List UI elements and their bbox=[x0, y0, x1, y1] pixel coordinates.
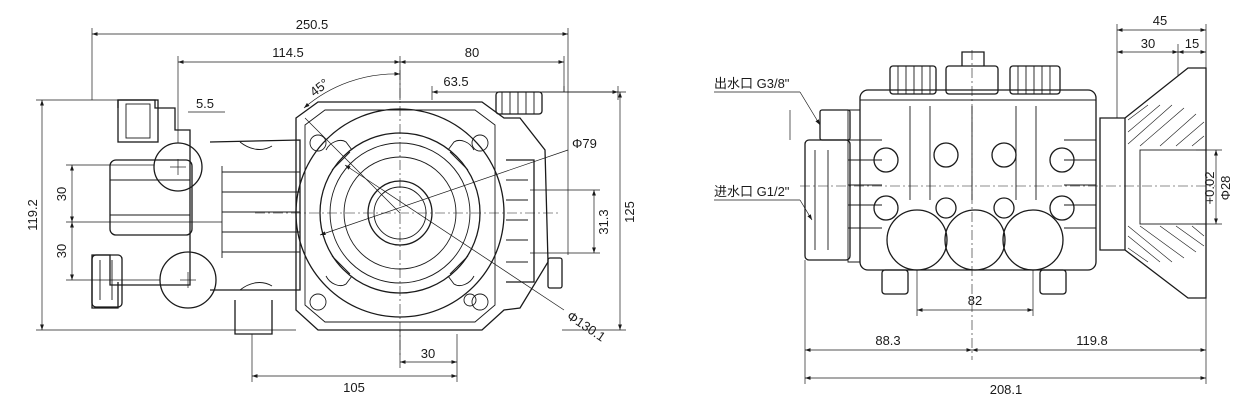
dim-offset-5: 5.5 bbox=[196, 96, 214, 111]
dim-left-88: 88.3 bbox=[875, 333, 900, 348]
dim-pitch-lower: 30 bbox=[54, 244, 69, 258]
pump-body bbox=[847, 51, 1097, 295]
dim-diameter-130: Φ130.1 bbox=[564, 308, 608, 344]
dim-shaft-dia: Φ28 bbox=[1218, 176, 1233, 201]
dim-width-114: 114.5 bbox=[272, 45, 304, 60]
front-extension-lines bbox=[36, 28, 626, 382]
shaft-housing bbox=[1099, 67, 1207, 299]
label-outlet: 出水口 G3/8" bbox=[714, 76, 790, 91]
diameter-130-leader bbox=[344, 164, 565, 311]
dim-top-30: 30 bbox=[1141, 36, 1155, 51]
valve-circles bbox=[873, 142, 1075, 271]
side-extension-lines bbox=[804, 24, 1222, 384]
dim-base-30: 30 bbox=[421, 346, 435, 361]
dim-diameter-79: Φ79 bbox=[572, 136, 597, 151]
dim-overall-width: 250.5 bbox=[296, 17, 329, 32]
side-view: 出水口 G3/8" 进水口 G1/2" 45 30 15 +0.02 Φ28 8… bbox=[714, 13, 1233, 397]
dim-top-15: 15 bbox=[1185, 36, 1199, 51]
dim-height-119: 119.2 bbox=[25, 199, 40, 231]
front-dimension-lines bbox=[40, 32, 622, 378]
dim-mid-82: 82 bbox=[968, 293, 982, 308]
dim-top-45: 45 bbox=[1153, 13, 1167, 28]
dim-angle: 45° bbox=[307, 75, 332, 99]
cylinder-body bbox=[209, 139, 301, 291]
dim-width-80: 80 bbox=[465, 45, 479, 60]
dim-offset-31: 31.3 bbox=[596, 209, 611, 234]
dim-shaft-tol: +0.02 bbox=[1202, 172, 1217, 205]
dim-pitch-upper: 30 bbox=[54, 187, 69, 201]
label-leaders bbox=[714, 91, 821, 221]
dim-height-125: 125 bbox=[622, 201, 637, 223]
dim-overall-208: 208.1 bbox=[990, 382, 1023, 397]
crankcase bbox=[234, 91, 563, 335]
bearing-flange bbox=[295, 108, 505, 318]
port-circle-upper bbox=[153, 142, 203, 192]
front-view: 250.5 114.5 80 63.5 5.5 45° 119.2 30 30 … bbox=[25, 17, 637, 395]
dim-width-63: 63.5 bbox=[443, 74, 468, 89]
dim-base-105: 105 bbox=[343, 380, 365, 395]
side-ports bbox=[804, 109, 851, 261]
diameter-79-leader bbox=[319, 149, 569, 236]
port-circle-lower bbox=[159, 251, 217, 309]
side-dimension-lines bbox=[805, 28, 1218, 380]
label-inlet: 进水口 G1/2" bbox=[714, 184, 790, 199]
angle-indicator bbox=[303, 71, 401, 214]
manifold-block bbox=[91, 99, 193, 309]
dim-right-119: 119.8 bbox=[1076, 333, 1108, 348]
